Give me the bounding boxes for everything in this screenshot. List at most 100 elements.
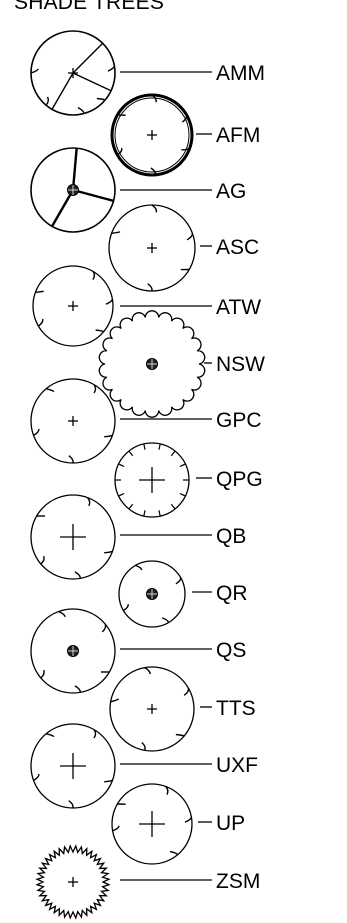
canopy-spoke [72,72,112,92]
symbol-code-label: ATW [216,296,261,319]
symbol-code-label: TTS [216,697,256,720]
symbol-code-label: UP [216,812,245,835]
tree-symbol-amm: AMM [30,30,265,116]
canopy-notch [68,455,74,464]
canopy-notch [141,741,146,751]
symbol-code-label: QS [216,639,246,662]
canopy-notch [40,555,45,565]
canopy-tick [118,463,125,468]
symbol-code-label: QR [216,582,248,605]
canopy-spoke [71,148,78,191]
canopy-notch [37,318,44,327]
canopy-notch [183,687,190,696]
canopy-notch [104,779,113,783]
canopy-tick [179,492,186,497]
tree-symbol-afm: AFM [110,93,260,177]
canopy-outline [30,147,116,233]
canopy-notch [33,428,40,437]
symbol-code-label: AMM [216,62,265,85]
tree-symbol-qpg: QPG [114,442,263,518]
symbol-code-label: UXF [216,754,258,777]
symbol-code-label: AG [216,180,246,203]
canopy-spoke [50,189,75,227]
canopy-notch [165,785,169,795]
canopy-notch [105,298,114,305]
canopy-notch [104,434,113,438]
canopy-outline [118,560,186,628]
symbol-code-label: ZSM [216,870,260,893]
canopy-notch [35,290,44,293]
canopy-notch [184,816,193,823]
canopy-outline [32,265,114,347]
canopy-notch [92,270,96,281]
canopy-notch [101,623,107,633]
tree-symbol-atw: ATW [32,265,261,347]
tree-symbol-qs: QS [30,608,246,694]
canopy-outline [109,666,195,752]
canopy-tick [143,510,146,517]
tree-symbol-nsw: NSW [98,310,265,418]
canopy-outline [30,494,116,580]
canopy-inner-outline [114,97,190,173]
canopy-notch [111,231,121,234]
canopy-notch [93,384,97,394]
canopy-notch [135,564,143,571]
tree-symbol-up: UP [111,783,245,865]
tree-symbol-gpc: GPC [30,378,262,464]
canopy-notch [110,698,120,703]
canopy-tick [170,503,176,510]
canopy-notch [169,850,179,856]
canopy-notch [93,729,97,739]
canopy-tick [128,450,134,457]
tree-symbol-asc: ASC [108,204,259,292]
symbol-code-label: NSW [216,353,265,376]
canopy-notch [181,114,188,123]
canopy-notch [161,617,170,623]
canopy-tick [118,492,125,497]
canopy-notch [107,65,116,72]
canopy-notch [74,685,82,693]
symbol-code-label: QPG [216,468,263,491]
canopy-notch [58,610,66,618]
canopy-notch [40,669,45,679]
canopy-tick [128,503,134,510]
canopy-notch [150,167,157,175]
symbol-code-label: ASC [216,236,259,259]
tree-symbol-tts: TTS [109,666,256,752]
canopy-notch [77,106,85,114]
canopy-tick [158,510,161,517]
tree-symbol-qr: QR [118,560,248,628]
canopy-notch [112,825,120,832]
canopy-notch [151,94,157,103]
canopy-outline [35,844,111,920]
canopy-notch [175,733,185,737]
canopy-outline [30,608,116,694]
canopy-notch [30,68,39,74]
canopy-notch [147,283,153,292]
canopy-spoke [72,188,114,203]
symbol-code-label: GPC [216,409,262,432]
canopy-tick [158,443,161,450]
tree-symbol-zsm: ZSM [35,844,260,920]
tree-symbol-uxf: UXF [30,723,258,809]
canopy-spoke [72,42,104,74]
canopy-notch [96,97,106,101]
tree-symbol-ag: AG [30,147,246,233]
canopy-notch [151,204,158,213]
canopy-notch [86,497,91,507]
tree-symbol-qb: QB [30,494,246,580]
canopy-notch [181,148,190,151]
canopy-notch [123,604,129,612]
canopy-notch [45,96,50,106]
canopy-notch [95,329,105,333]
canopy-tick [179,463,186,468]
canopy-notch [68,800,74,809]
canopy-notch [144,666,151,675]
symbol-code-label: QB [216,525,246,548]
canopy-outline [98,310,206,418]
canopy-notch [104,550,113,554]
canopy-notch [33,773,40,782]
canopy-notch [74,571,82,579]
canopy-notch [175,577,182,585]
canopy-notch [186,233,194,241]
